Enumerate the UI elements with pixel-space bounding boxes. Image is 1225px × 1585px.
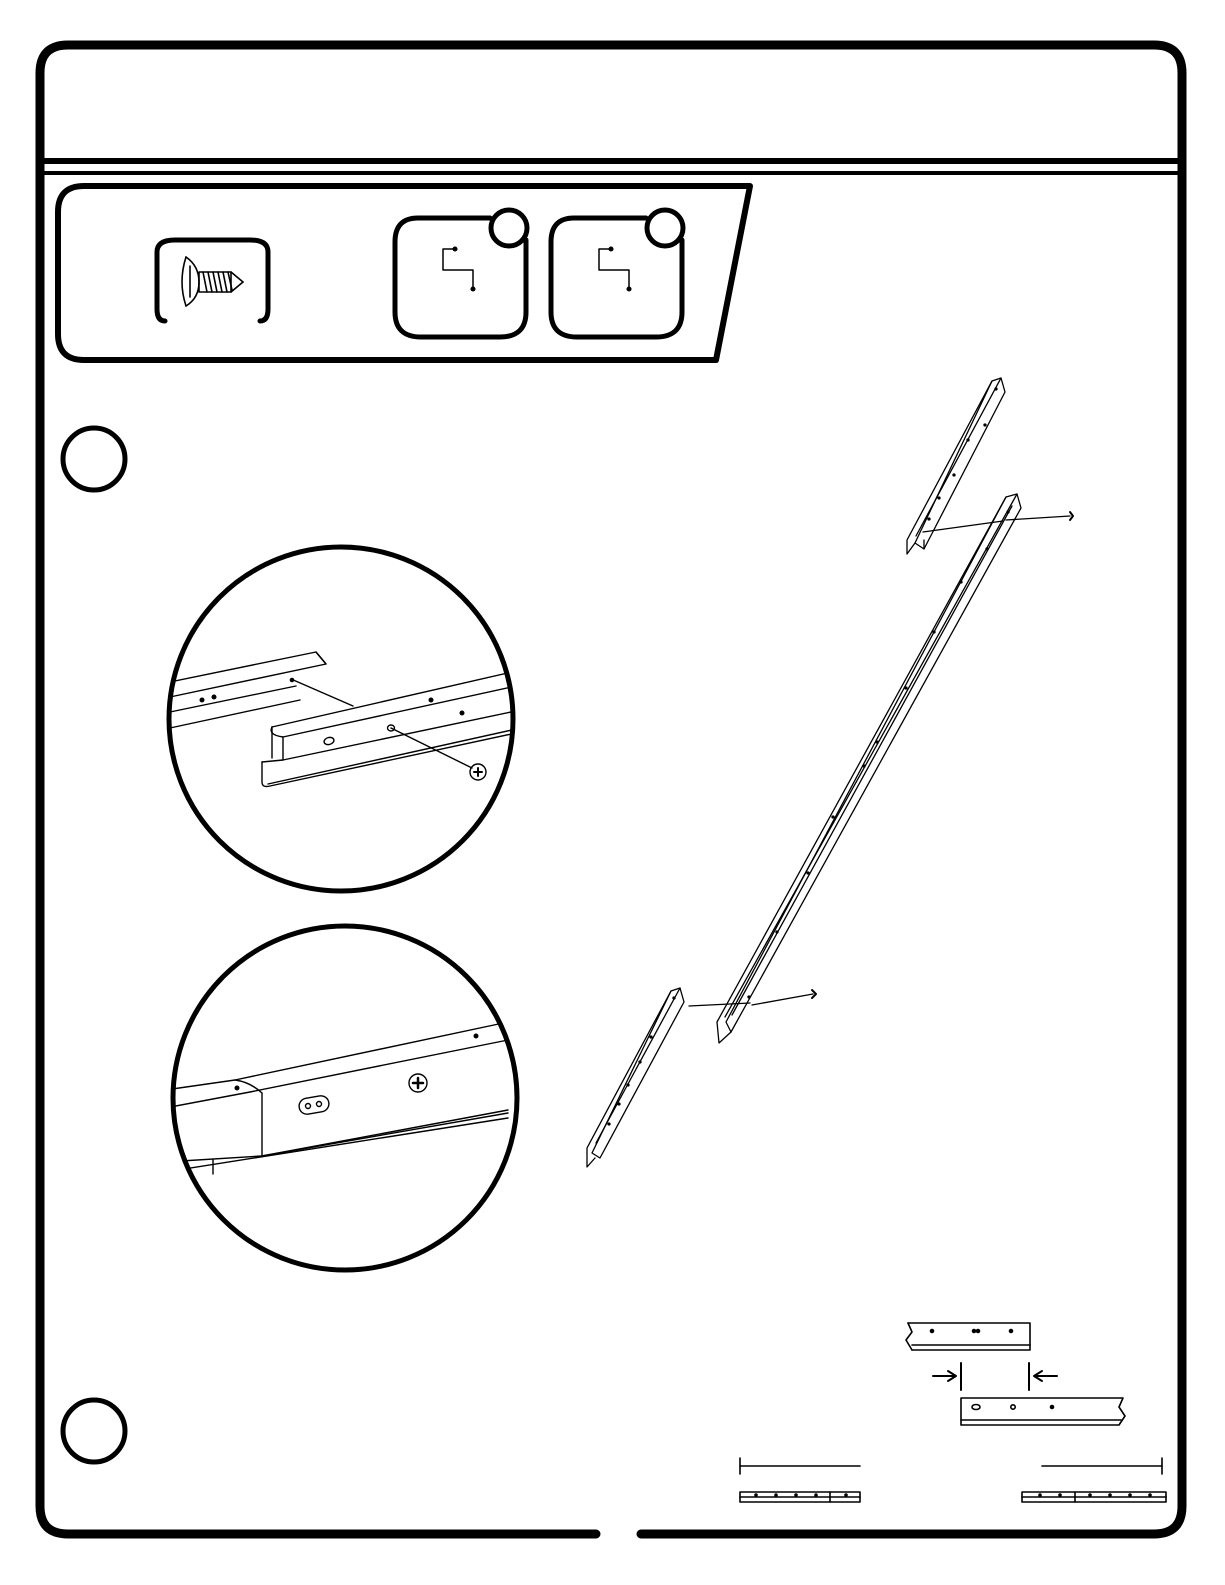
rail-short-bottom: [587, 988, 684, 1167]
arrow-left-icon: [1034, 1371, 1057, 1381]
bracket-part-icon: [599, 247, 631, 291]
parts-item-screw: [157, 240, 268, 321]
rail-long: [717, 494, 1021, 1043]
parts-item-bracket-2: [551, 210, 683, 337]
step-1-marker: [63, 428, 125, 490]
rail-joint-detail: [160, 652, 530, 787]
detail-zoom-circle-2: [165, 926, 517, 1270]
header-bar: [40, 161, 1182, 173]
parts-item-bracket-1: [395, 210, 527, 337]
length-indicator-left: [740, 1458, 860, 1502]
step-2-marker: [63, 1400, 125, 1462]
screw-icon: [182, 257, 243, 306]
overlap-detail-diagram: [906, 1323, 1125, 1425]
page-frame: [40, 45, 1182, 1534]
arrow-right-icon: [933, 1371, 956, 1381]
parts-panel: [58, 186, 750, 360]
bracket-part-icon: [443, 247, 475, 291]
rail-assembly-illustration: [587, 378, 1073, 1167]
length-indicator-right: [1022, 1458, 1166, 1502]
rail-joint-closeup: [165, 1022, 508, 1180]
part-badge-1: [491, 210, 527, 246]
part-badge-2: [647, 210, 683, 246]
detail-zoom-circle-1: [160, 547, 530, 891]
